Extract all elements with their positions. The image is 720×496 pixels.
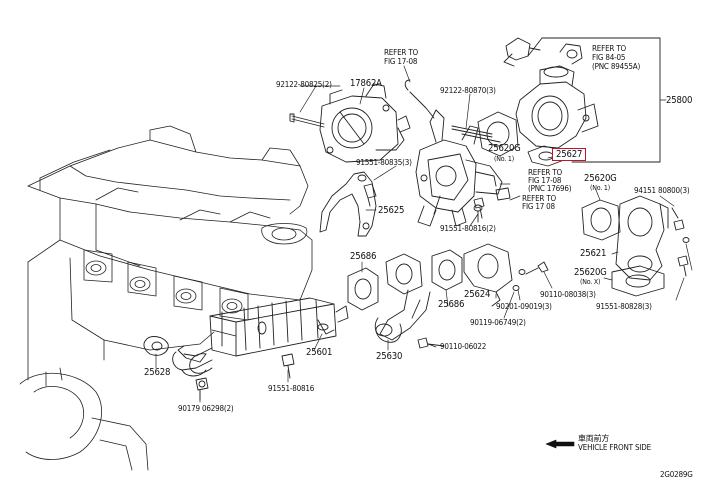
egr-valve-25800-drawing [515, 43, 599, 149]
label-25686-a[interactable]: 25686 [350, 251, 377, 262]
label-90179-06298[interactable]: 90179 06298(2) [178, 404, 234, 413]
ref-fig-17-08-a-line2[interactable]: FIG 17-08 [384, 57, 418, 66]
gasket-25620g-lower-drawing [611, 265, 665, 297]
label-90110-08038[interactable]: 90110-08038(3) [540, 290, 596, 299]
bracket-25625-drawing [319, 171, 377, 237]
label-25620g-lower[interactable]: 25620G [574, 267, 607, 278]
pipe-25624-drawing [463, 243, 513, 307]
vehicle-front-label-en: VEHICLE FRONT SIDE [578, 443, 651, 452]
label-91551-80816[interactable]: 91551-80816 [268, 384, 315, 393]
label-25627-highlighted[interactable]: 25627 [552, 148, 587, 161]
label-25620g-right[interactable]: 25620G [584, 173, 617, 184]
label-25620g-lower-note: (No. X) [580, 278, 601, 286]
ref-fig-17-08-c-line2[interactable]: FIG 17 08 [522, 202, 555, 211]
diagram-id: 2G0289G [660, 470, 693, 479]
label-25624[interactable]: 25624 [464, 289, 491, 300]
pipe-25621-drawing [615, 195, 669, 281]
label-25800[interactable]: 25800 [666, 95, 693, 106]
stud-92122-80825-drawing [289, 113, 325, 128]
label-25621[interactable]: 25621 [580, 248, 607, 259]
ref-fig-84-05-line3[interactable]: (PNC 89455A) [592, 62, 641, 71]
label-25686-b[interactable]: 25686 [438, 299, 465, 310]
label-91551-80828[interactable]: 91551-80828(3) [596, 302, 652, 311]
pipe-25630-drawing [374, 253, 431, 343]
label-25620g-upper[interactable]: 25620G [488, 143, 521, 154]
sensor-connector-drawing [503, 37, 541, 67]
label-90201-09019[interactable]: 90201-09019(3) [496, 302, 552, 311]
gasket-25686-a-drawing [347, 267, 379, 311]
ref-fig-17-08-b-line3[interactable]: (PNC 17696) [528, 184, 572, 193]
egr-cooler-drawing [177, 297, 349, 374]
leader-lines [155, 65, 693, 403]
box-leader [527, 37, 543, 57]
label-25630[interactable]: 25630 [376, 351, 403, 362]
label-94151-80800[interactable]: 94151 80800(3) [634, 186, 690, 195]
label-90119-06749[interactable]: 90119-06749(2) [470, 318, 526, 327]
label-25620g-upper-note: (No. 1) [494, 155, 514, 163]
gasket-25620g-upper-drawing [477, 111, 519, 157]
bolt-91551-80828-drawing [677, 255, 689, 277]
gasket-25686-b-drawing [431, 249, 463, 291]
throttle-body-drawing [319, 83, 411, 163]
nut-washer-drawing [512, 269, 526, 291]
vehicle-front-arrow [545, 439, 575, 449]
vehicle-front-label-jp: 車両前方 [578, 434, 610, 443]
label-90110-06022[interactable]: 90110-06022 [440, 342, 487, 351]
ref-fig-17-08-c-line1[interactable]: REFER TO [522, 194, 556, 203]
egr-valve-actuator-drawing [404, 79, 511, 227]
label-25628[interactable]: 25628 [144, 367, 171, 378]
label-91551-80835[interactable]: 91551-80835(3) [356, 158, 412, 167]
bolt-91551-80816-2-drawing [473, 197, 485, 219]
gasket-25620g-right-drawing [581, 199, 621, 241]
engine-block-drawing [19, 125, 313, 471]
label-25620g-right-note: (No. 1) [590, 184, 610, 192]
bolt-90110-08038-drawing [525, 261, 549, 275]
bolt-90179-drawing [195, 377, 209, 401]
ref-fig-84-05-line1[interactable]: REFER TO [592, 44, 626, 53]
ref-fig-17-08-b-line1[interactable]: REFER TO [528, 168, 562, 177]
pipe-25628-drawing [143, 336, 213, 377]
bolt-94151-drawing [671, 207, 690, 243]
label-17862a[interactable]: 17862A [350, 78, 382, 89]
label-92122-80825[interactable]: 92122-80825(2) [276, 80, 332, 89]
label-25601[interactable]: 25601 [306, 347, 333, 358]
label-25625[interactable]: 25625 [378, 205, 405, 216]
stud-92122-80870-drawing [451, 125, 501, 143]
ref-fig-84-05-line2[interactable]: FIG 84-05 [592, 53, 626, 62]
ref-fig-17-08-b-line2[interactable]: FIG 17-08 [528, 176, 562, 185]
ref-fig-17-08-a-line1[interactable]: REFER TO [384, 48, 418, 57]
bolt-91551-80816-drawing [281, 353, 295, 379]
label-92122-80870[interactable]: 92122-80870(3) [440, 86, 496, 95]
bolt-90110-06022-drawing [417, 337, 445, 349]
label-91551-80816-2[interactable]: 91551-80816(2) [440, 224, 496, 233]
